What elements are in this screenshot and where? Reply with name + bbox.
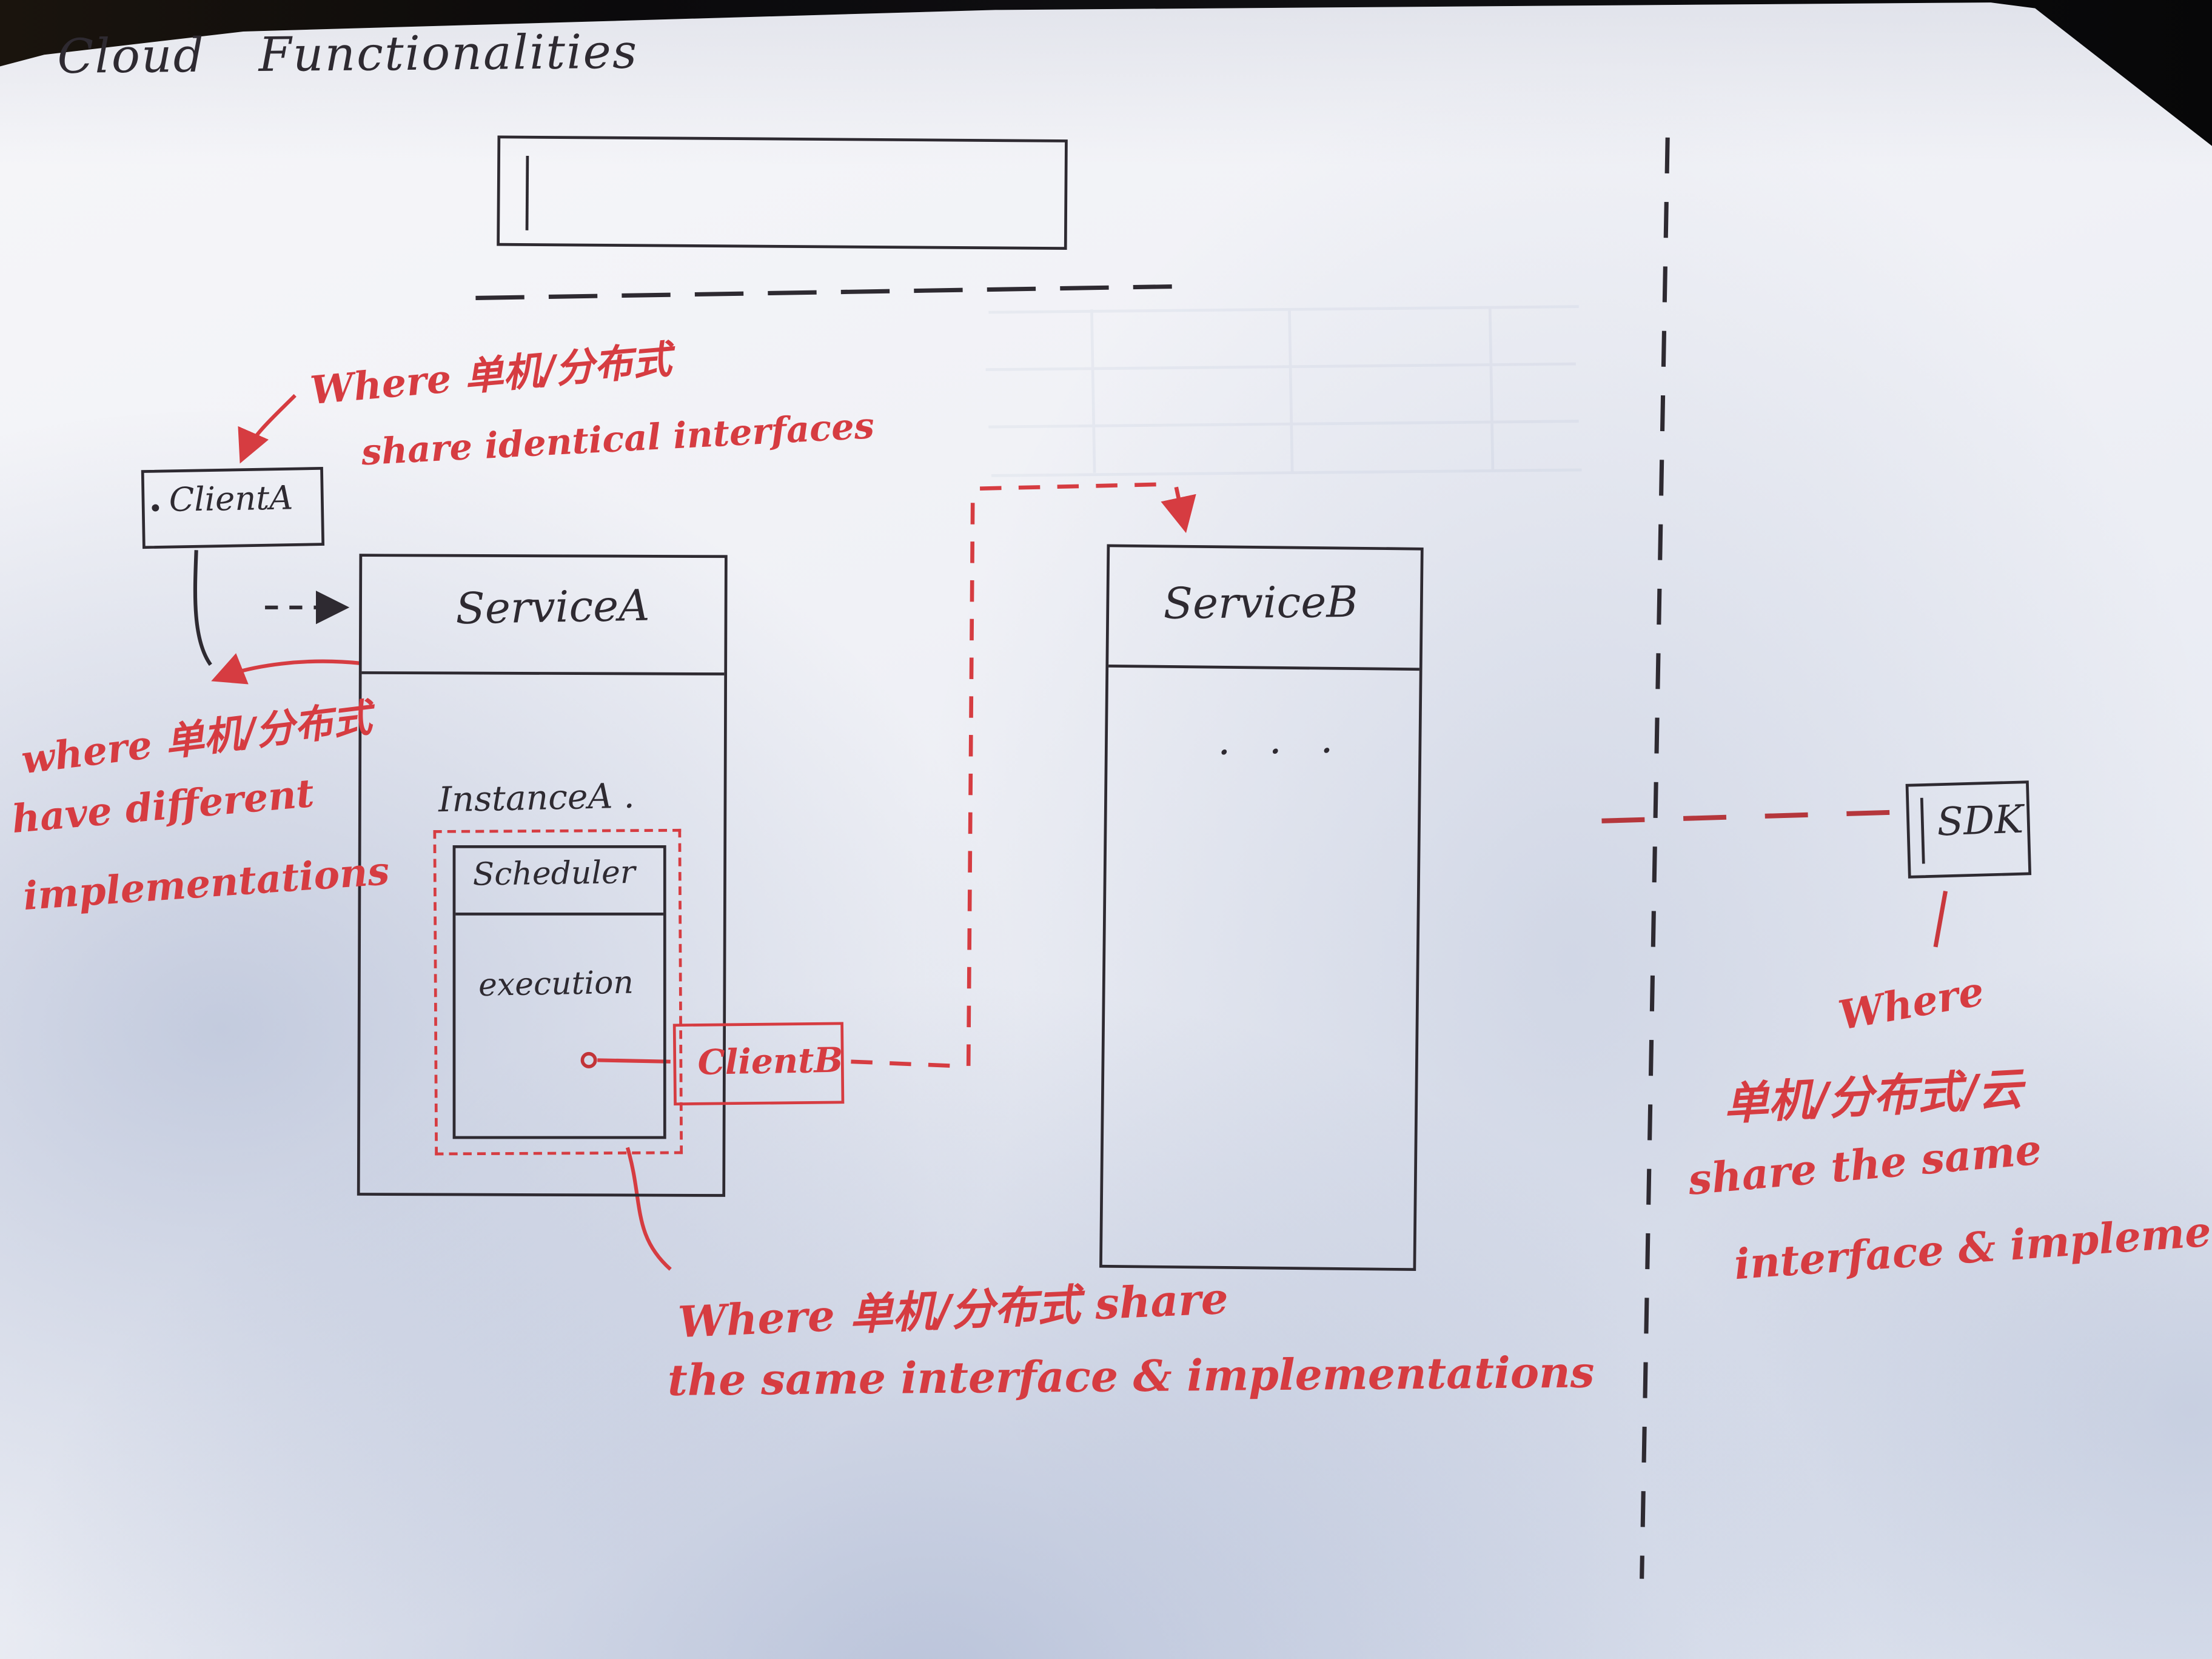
service-b-ellipsis: · · · — [1217, 726, 1347, 777]
red-arrow-to-left-note — [211, 653, 361, 685]
service-b-label: ServiceB — [1163, 578, 1358, 630]
title-box — [497, 135, 1068, 250]
service-b-box — [1099, 544, 1424, 1272]
annotation-same-line2: the same interface & implementations — [667, 1348, 1595, 1407]
client-b-label: ClientB — [697, 1039, 843, 1083]
red-arrow-to-clienta — [238, 394, 297, 464]
execution-node — [580, 1051, 597, 1068]
execution-to-clientb-line — [597, 1058, 671, 1064]
instance-a-label: InstanceA . — [438, 776, 635, 820]
clientb-dashed-route — [851, 482, 1196, 1068]
client-a-dot — [152, 504, 159, 512]
scheduler-label: Scheduler — [472, 856, 636, 894]
scheduler-box — [452, 845, 666, 1139]
sdk-tick-stroke — [1933, 890, 1948, 948]
scheduler-header — [455, 848, 663, 916]
client-a-label: ClientA — [169, 480, 293, 520]
ghost-grid — [985, 305, 1582, 477]
scheduler-annotation-curve — [625, 1147, 672, 1271]
sdk-tick — [1920, 797, 1926, 864]
sdk-dashed-line — [1601, 809, 1894, 823]
title-tick — [525, 155, 529, 230]
execution-label: execution — [478, 965, 634, 1005]
clienta-down-stroke — [193, 550, 212, 666]
page-title: Cloud Functionalities — [57, 23, 638, 84]
title-dashed-underline — [475, 284, 1172, 300]
divider-dashed-line — [1640, 137, 1670, 1579]
service-a-label: ServiceA — [455, 581, 650, 635]
sdk-label: SDK — [1936, 797, 2025, 846]
